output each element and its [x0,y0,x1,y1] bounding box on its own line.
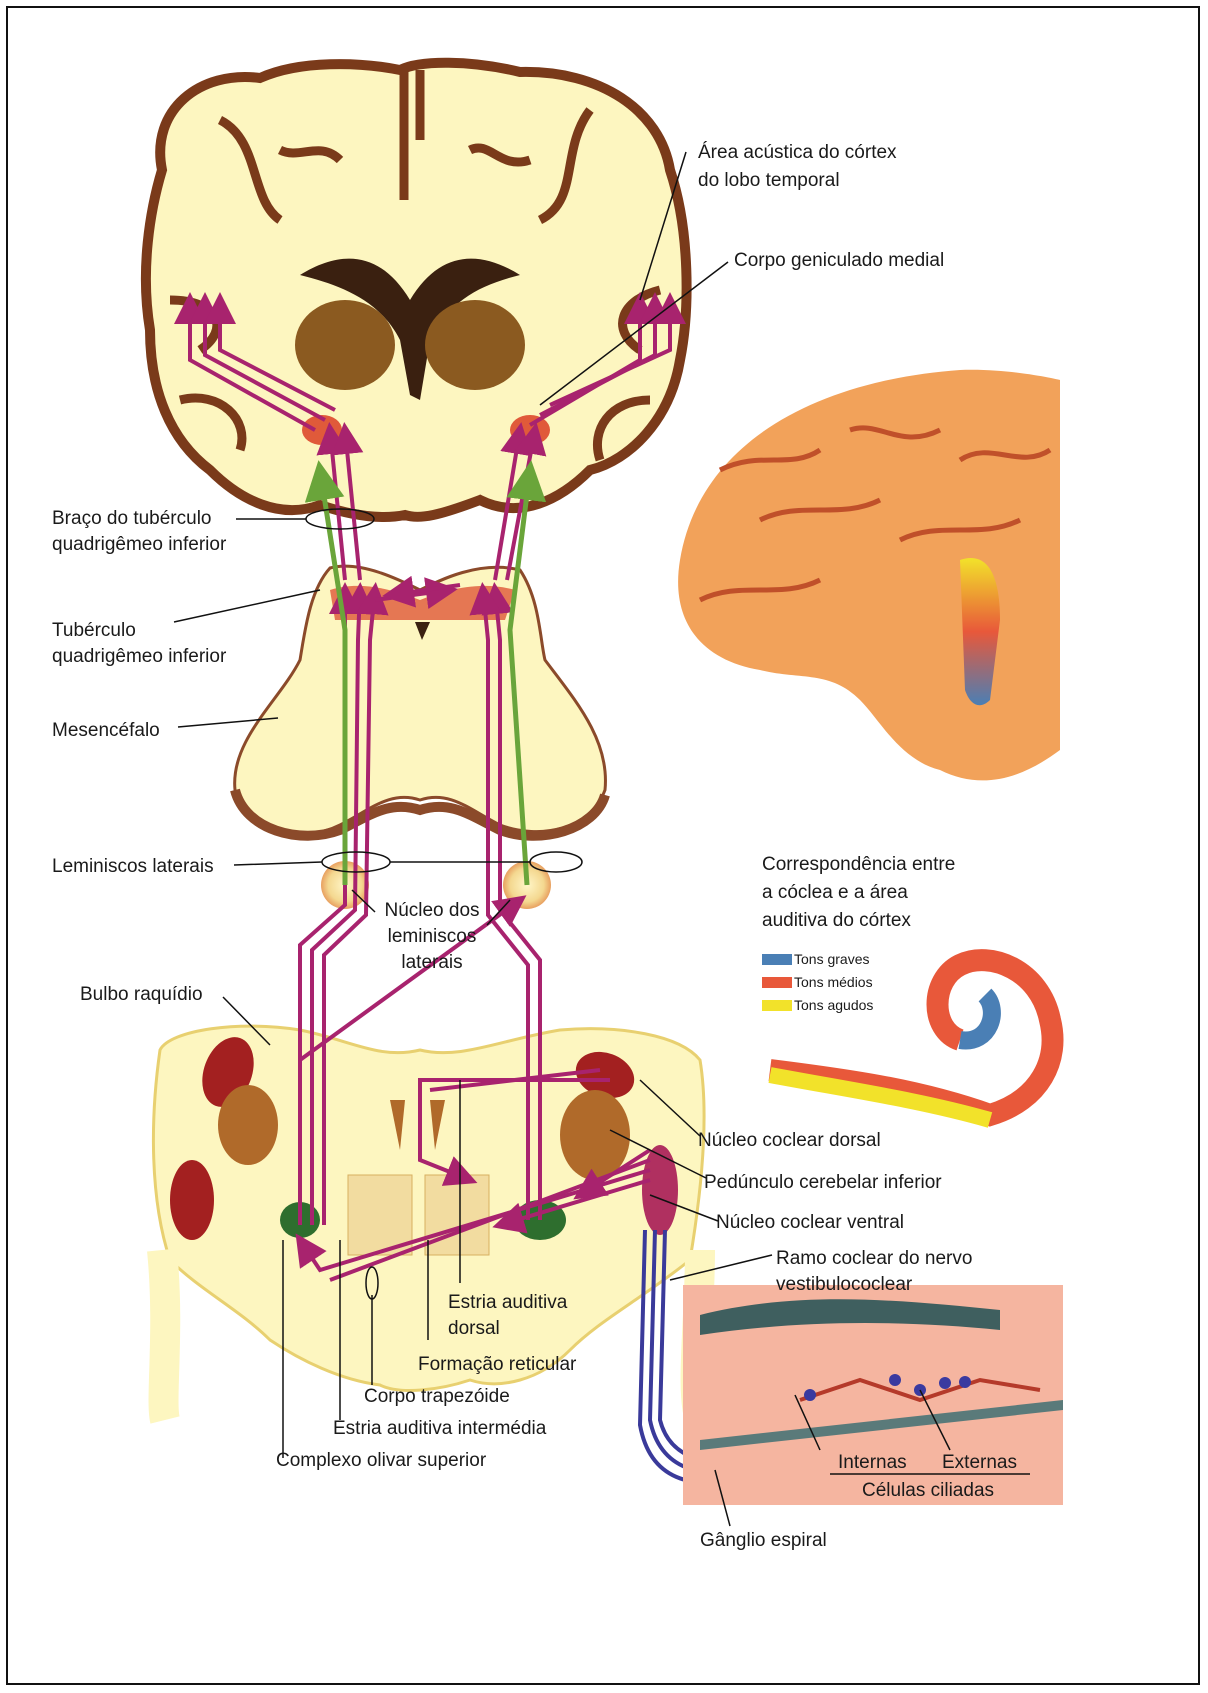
label-peduncle: Pedúnculo cerebelar inferior [704,1170,942,1196]
label-nucleo-leminiscos: Núcleo dos [372,898,492,924]
label-estria-dorsal: Estria auditiva [448,1290,567,1316]
label-coclear-ventral: Núcleo coclear ventral [716,1210,904,1236]
coronal-brain-section [146,63,687,517]
label-corpo-geniculado: Corpo geniculado medial [734,248,944,274]
label-braco-tuberculo: Braço do tubérculo [52,506,212,532]
label-braco-tuberculo-2: quadrigêmeo inferior [52,532,226,558]
legend-label-graves: Tons graves [794,950,869,968]
label-formacao-reticular: Formação reticular [418,1352,576,1378]
label-area-acustica-2: do lobo temporal [698,168,840,194]
mesencephalon [235,566,606,836]
label-externas: Externas [942,1450,1017,1476]
label-correspondencia-3: auditiva do córtex [762,908,911,934]
legend-swatch-agudos [762,1000,792,1011]
label-correspondencia: Correspondência entre [762,852,955,878]
label-bulbo: Bulbo raquídio [80,982,203,1008]
legend-swatch-graves [762,954,792,965]
label-estria-intermedia: Estria auditiva intermédia [333,1416,546,1442]
label-correspondencia-2: a cóclea e a área [762,880,908,906]
label-internas: Internas [838,1450,907,1476]
label-mesencefalo: Mesencéfalo [52,718,160,744]
label-complexo-olivar: Complexo olivar superior [276,1448,486,1474]
label-ramo-coclear: Ramo coclear do nervo [776,1246,972,1272]
label-area-acustica: Área acústica do córtex [698,140,897,166]
label-nucleo-leminiscos-2: leminiscos [372,924,492,950]
legend-swatch-medios [762,977,792,988]
label-tuberculo: Tubérculo [52,618,136,644]
label-nucleo-leminiscos-3: laterais [372,950,492,976]
label-ganglio-espiral: Gânglio espiral [700,1528,827,1554]
lateral-brain-view [678,370,1060,781]
label-ramo-coclear-2: vestibulococlear [776,1272,912,1298]
label-tuberculo-2: quadrigêmeo inferior [52,644,226,670]
legend-label-medios: Tons médios [794,973,873,991]
label-celulas-ciliadas: Células ciliadas [862,1478,994,1504]
legend-label-agudos: Tons agudos [794,996,873,1014]
label-estria-dorsal-2: dorsal [448,1316,500,1342]
label-coclear-dorsal: Núcleo coclear dorsal [698,1128,881,1154]
label-leminiscos-laterais: Leminiscos laterais [52,854,214,880]
lemniscus-marker-right [530,852,582,872]
label-corpo-trapezoide: Corpo trapezóide [364,1384,510,1410]
